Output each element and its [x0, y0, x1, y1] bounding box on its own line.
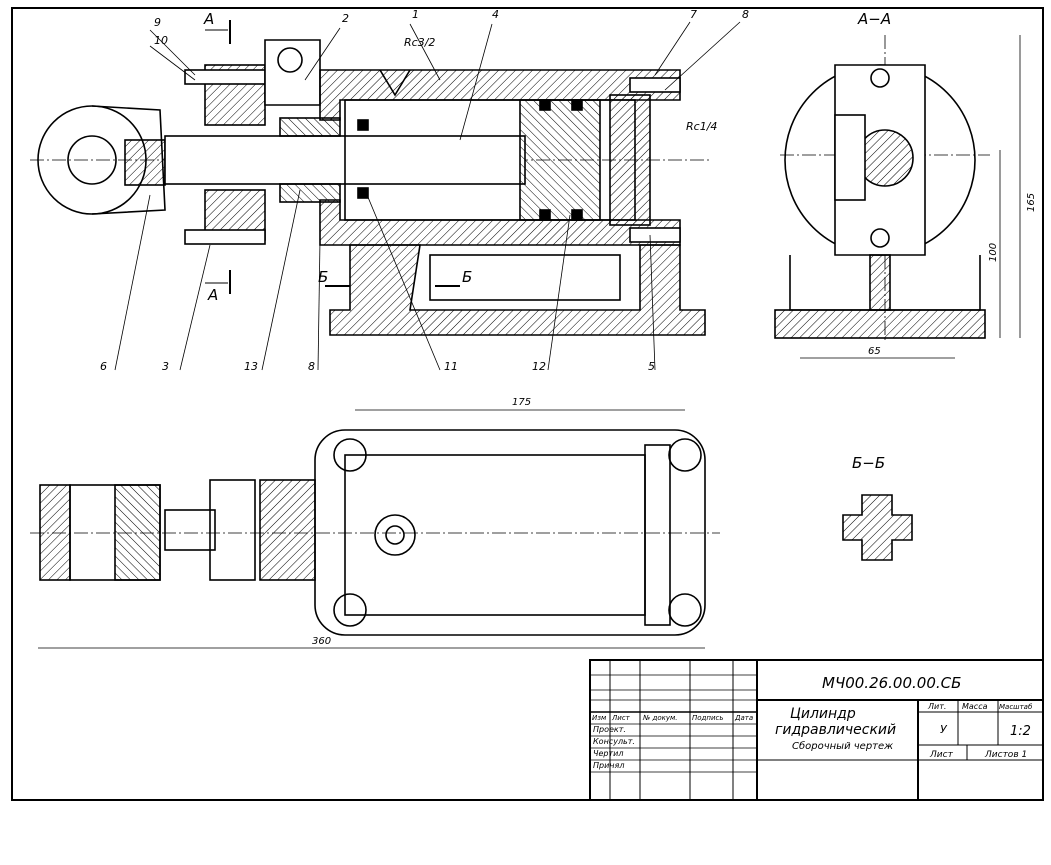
- part-number: 6: [100, 360, 107, 373]
- part-number: 13: [244, 360, 258, 373]
- part-number: 8: [742, 8, 749, 21]
- section-a-bottom-label: А: [207, 286, 218, 304]
- part-number: 2: [342, 12, 349, 25]
- product-name-line2: гидравлический: [775, 722, 896, 738]
- front-section-view: [30, 39, 710, 336]
- part-number: 10: [154, 34, 168, 47]
- sheet-frame: [11, 7, 1044, 801]
- part-number: 3: [162, 360, 169, 373]
- scale-value: 1:2: [1010, 724, 1031, 739]
- sheet-label: Лист: [929, 750, 954, 760]
- plan-body: [314, 429, 706, 636]
- part-number: 11: [444, 360, 458, 373]
- col-docnum: № докум.: [642, 714, 678, 722]
- scale-header: Масштаб: [999, 703, 1033, 711]
- title-block: [589, 659, 1044, 801]
- dim-65: 65: [868, 346, 881, 357]
- dim-360: 360: [312, 636, 331, 647]
- document-type: Сборочный чертеж: [792, 740, 893, 752]
- cylinder-body: [319, 69, 681, 121]
- plan-view: [30, 429, 720, 636]
- part-number: 7: [690, 8, 697, 21]
- col-date: Дата: [734, 714, 753, 722]
- section-a-top-label: А: [203, 10, 214, 28]
- row-prinyal: Принял: [593, 761, 624, 770]
- dim-165: 165: [1026, 193, 1037, 212]
- part-number: 9: [154, 16, 161, 29]
- section-aa-dimensions: [800, 35, 1021, 359]
- row-chertil: Чертил: [593, 749, 623, 758]
- row-proekt: Проект.: [593, 725, 626, 734]
- dim-100: 100: [988, 243, 999, 262]
- col-list: Лист: [611, 714, 631, 722]
- section-bb-cross: [842, 494, 913, 561]
- sheets-total: Листов 1: [984, 750, 1027, 760]
- part-number: 1: [412, 8, 419, 21]
- lit-header: Лит.: [927, 702, 946, 711]
- mass-header: Масса: [962, 702, 988, 711]
- product-name-line1: Цилиндр: [790, 706, 856, 722]
- part-number: 8: [308, 360, 315, 373]
- section-bb-title: Б−Б: [852, 454, 885, 472]
- section-b-right-label: Б: [462, 268, 472, 286]
- section-aa-title: А−А: [857, 10, 891, 28]
- part-number: 5: [648, 360, 655, 373]
- plan-dimensions: [38, 409, 705, 649]
- part-number: 12: [532, 360, 546, 373]
- row-konsult: Консульт.: [593, 737, 635, 746]
- thread-note-right: Rc1/4: [686, 120, 717, 133]
- part-number: 4: [492, 8, 499, 21]
- part-number-labels: 9 10 2 1 4 7 8 6 3 13 8 11 12 5: [100, 8, 749, 373]
- section-aa-view: [774, 35, 990, 340]
- section-markers: [205, 20, 460, 294]
- section-b-left-label: Б: [318, 268, 328, 286]
- col-izm: Изм: [592, 714, 607, 722]
- piston: [519, 99, 601, 221]
- designation: МЧ00.26.00.00.СБ: [822, 674, 961, 692]
- dim-175: 175: [512, 397, 531, 408]
- part-leaders: [114, 21, 741, 371]
- lit-value: У: [940, 723, 948, 736]
- col-signature: Подпись: [692, 714, 724, 722]
- support-base: [329, 244, 706, 336]
